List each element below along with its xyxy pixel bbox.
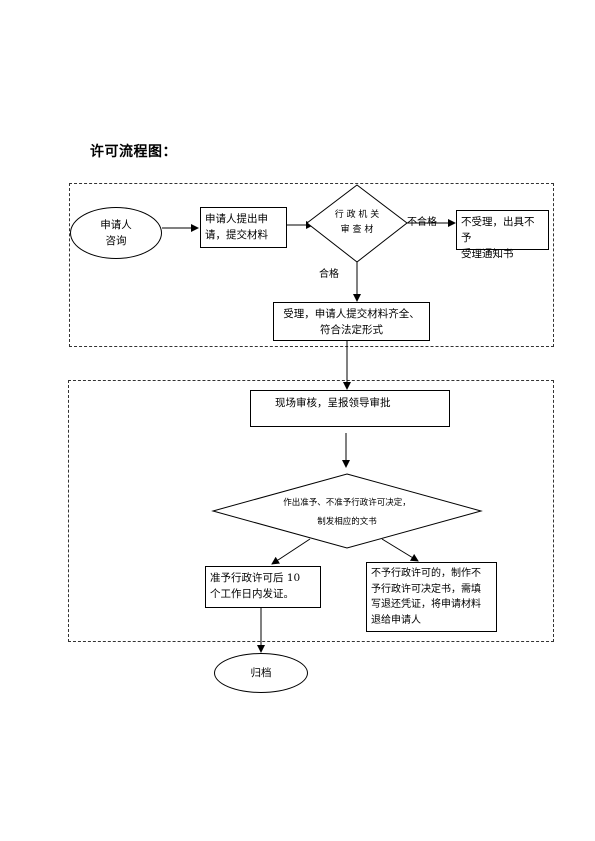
arrow-decide-to-grant bbox=[271, 538, 311, 565]
review-label: 行 政 机 关 审 查 材 bbox=[334, 210, 380, 235]
application-stage-frame bbox=[69, 183, 554, 347]
consult-label: 申请人 咨询 bbox=[100, 219, 132, 247]
approval-stage-frame bbox=[68, 380, 554, 642]
archive-node: 归档 bbox=[214, 653, 308, 693]
reject-notice-node: 不受理，出具不予 受理通知书 bbox=[456, 210, 549, 260]
deny-node: 不予行政许可的，制作不 予行政许可决定书，需填 写退还凭证，将申请材料 退给申请… bbox=[366, 562, 497, 632]
site-check-node: 现场审核，呈报领导审批 bbox=[250, 390, 450, 427]
edge-label-fail: 不合格 bbox=[407, 217, 437, 228]
arrow-decide-to-deny bbox=[381, 538, 419, 562]
consult-node: 申请人 咨询 bbox=[70, 207, 162, 259]
final-decision-diamond bbox=[211, 473, 483, 549]
page-title: 许可流程图： bbox=[90, 144, 177, 160]
archive-label: 归档 bbox=[250, 667, 272, 679]
accept-node: 受理，申请人提交材料齐全、 符合法定形式 bbox=[273, 302, 430, 341]
final-decision-label: 作出准予、不准予行政许可决定， 制发相应的文书 bbox=[283, 498, 411, 527]
grant-node: 准予行政许可后 10 个工作日内发证。 bbox=[205, 566, 321, 608]
submit-node: 申请人提出申 请，提交材料 bbox=[200, 207, 287, 248]
edge-label-pass: 合格 bbox=[319, 269, 339, 280]
